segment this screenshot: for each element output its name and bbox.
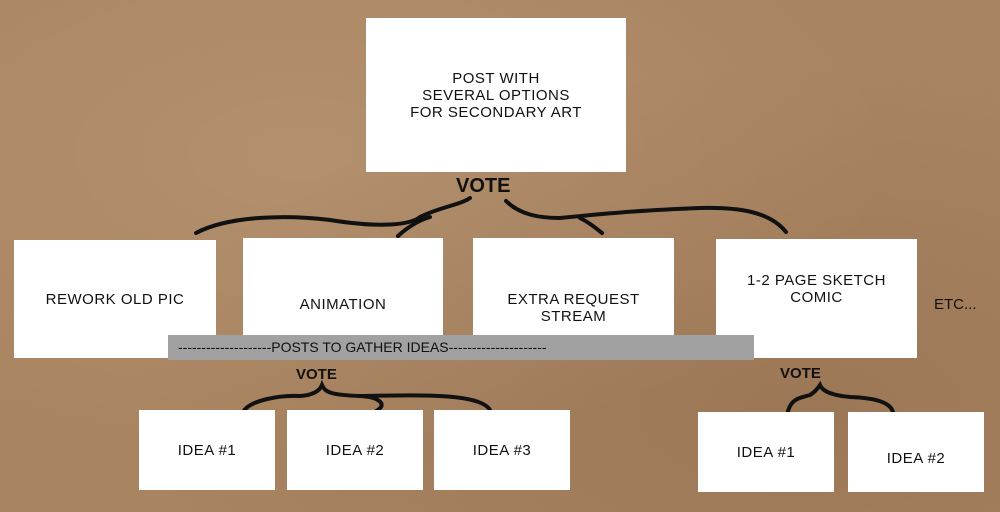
root-node: POST WITH SEVERAL OPTIONS FOR SECONDARY …	[366, 18, 626, 172]
top-brace-right-branch	[578, 216, 604, 235]
vote-label-left: VOTE	[296, 366, 337, 383]
idea-node: IDEA #1	[139, 410, 275, 490]
option-label: 1-2 PAGE SKETCH COMIC	[747, 271, 886, 306]
idea-node: IDEA #2	[287, 410, 423, 490]
option-node: EXTRA REQUEST STREAM	[473, 238, 674, 340]
left-ideas-brace-right	[358, 393, 492, 412]
idea-label: IDEA #3	[472, 441, 532, 459]
idea-label: IDEA #1	[736, 443, 796, 461]
idea-label: IDEA #2	[325, 441, 385, 459]
idea-label: IDEA #2	[886, 449, 946, 467]
root-label: POST WITH SEVERAL OPTIONS FOR SECONDARY …	[410, 69, 582, 121]
left-ideas-brace	[241, 379, 384, 414]
posts-to-gather-ideas-banner: --------------------POSTS TO GATHER IDEA…	[168, 335, 754, 360]
top-brace-left	[194, 196, 472, 235]
option-label: REWORK OLD PIC	[45, 290, 185, 308]
option-label: EXTRA REQUEST STREAM	[507, 291, 640, 325]
etc-label: ETC...	[934, 296, 977, 313]
idea-label: IDEA #1	[177, 441, 237, 459]
idea-node: IDEA #2	[848, 412, 984, 492]
right-ideas-brace	[786, 380, 895, 414]
option-node: ANIMATION	[243, 238, 443, 345]
idea-node: IDEA #3	[434, 410, 570, 490]
option-label: ANIMATION	[299, 296, 387, 313]
top-brace-left-branch	[396, 215, 432, 238]
vote-label-right: VOTE	[780, 365, 821, 382]
idea-node: IDEA #1	[698, 412, 834, 492]
top-brace-right	[504, 199, 788, 234]
vote-label-top: VOTE	[456, 175, 511, 197]
